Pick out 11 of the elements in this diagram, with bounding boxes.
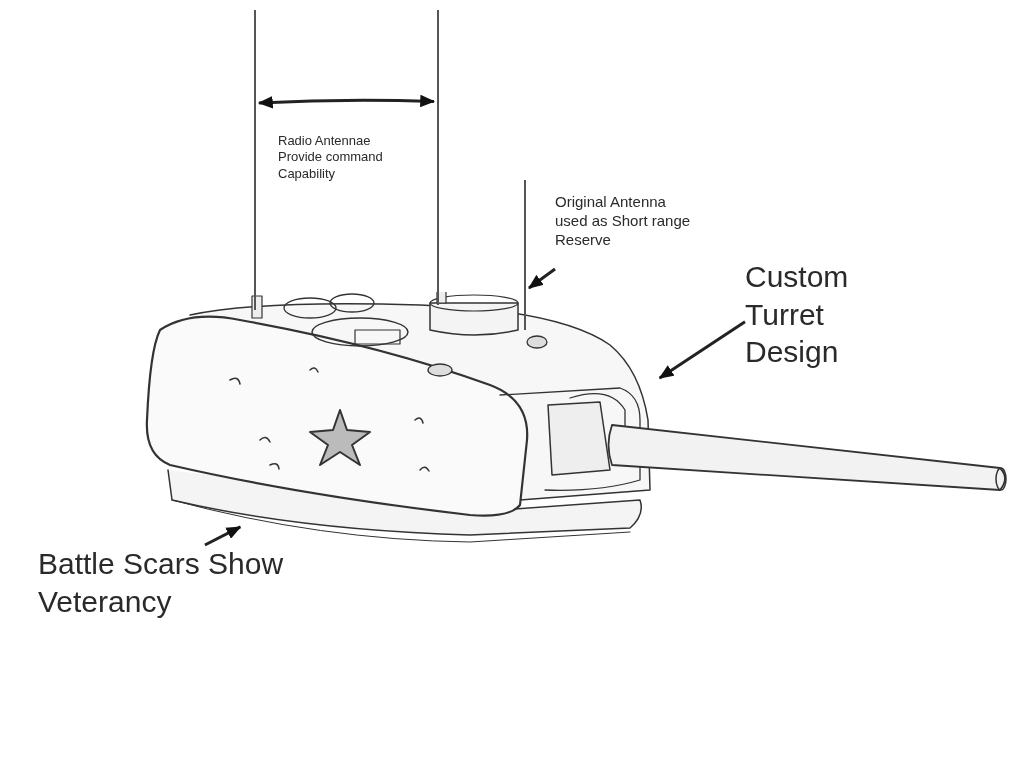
annotation-text: Original Antenna used as Short range Reserve — [555, 193, 692, 250]
annotation-text: Radio Antennae Provide command Capability — [278, 133, 384, 182]
arrow — [658, 320, 746, 380]
arrow — [528, 267, 556, 290]
antenna — [521, 180, 529, 330]
annotation-text: Custom Turret Design — [745, 259, 850, 370]
antenna — [251, 10, 259, 310]
arrow — [204, 525, 242, 547]
antenna — [434, 10, 442, 305]
arrow — [257, 94, 436, 109]
annotation-text: Battle Scars Show Veterancy — [38, 546, 285, 620]
